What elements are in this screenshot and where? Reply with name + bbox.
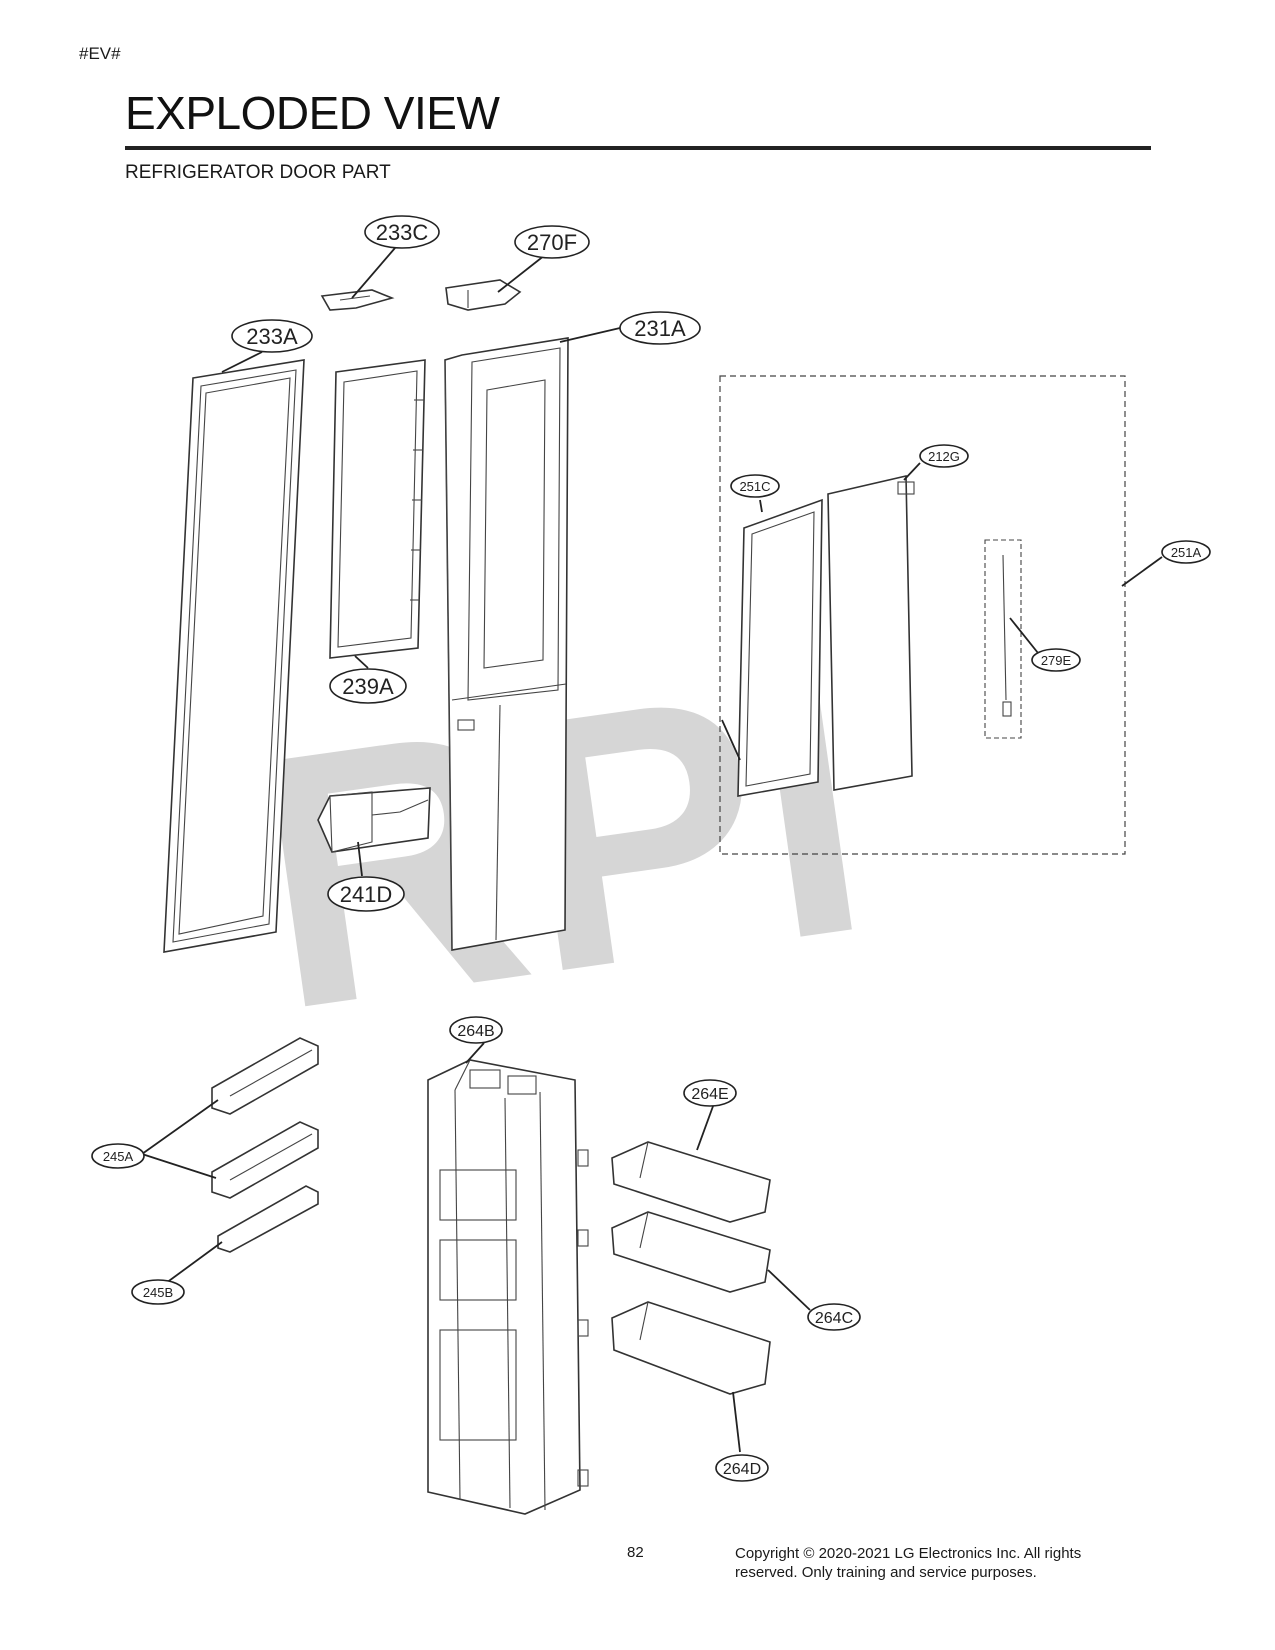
callout-245A: 245A: [91, 1143, 145, 1169]
copyright-line-1: Copyright © 2020-2021 LG Electronics Inc…: [735, 1545, 1082, 1562]
svg-text:241D: 241D: [340, 882, 393, 907]
callout-245B: 245B: [131, 1279, 185, 1305]
svg-text:239A: 239A: [342, 674, 394, 699]
callout-251A: 251A: [1161, 540, 1211, 564]
svg-text:264C: 264C: [815, 1310, 853, 1327]
part-245A-basket-lower: [211, 1121, 319, 1199]
document-tag: #EV#: [79, 44, 121, 63]
svg-text:251A: 251A: [1171, 545, 1202, 560]
part-241D-bin: [317, 787, 431, 853]
part-233C-hinge: [320, 289, 395, 311]
callout-241D: 241D: [327, 876, 405, 912]
callout-212G: 212G: [919, 444, 969, 468]
part-245A-basket-upper: [211, 1037, 319, 1115]
svg-text:233C: 233C: [376, 220, 429, 245]
callout-264D: 264D: [715, 1454, 769, 1482]
callout-279E: 279E: [1031, 648, 1081, 672]
page-title: EXPLODED VIEW: [125, 87, 500, 139]
svg-text:264D: 264D: [723, 1461, 761, 1478]
page-subtitle: REFRIGERATOR DOOR PART: [125, 162, 391, 183]
svg-text:231A: 231A: [634, 316, 686, 341]
part-233A-gasket: [163, 359, 305, 953]
callout-264E: 264E: [683, 1079, 737, 1107]
part-239A-frame: [329, 359, 426, 659]
title-rule: [125, 146, 1151, 150]
callout-233C: 233C: [364, 215, 440, 249]
part-panel-212G: [827, 474, 915, 791]
svg-text:279E: 279E: [1041, 653, 1072, 668]
callout-270F: 270F: [514, 225, 590, 259]
copyright-notice: Copyright © 2020-2021 LG Electronics Inc…: [735, 1544, 1135, 1582]
svg-text:233A: 233A: [246, 324, 298, 349]
svg-text:270F: 270F: [527, 230, 577, 255]
part-279E-rod: [1002, 554, 1012, 717]
callout-264B: 264B: [449, 1016, 503, 1044]
svg-text:212G: 212G: [928, 449, 960, 464]
svg-text:245B: 245B: [143, 1285, 173, 1300]
group-251A-box: [719, 375, 1126, 855]
callout-251C: 251C: [730, 474, 780, 498]
callout-231A: 231A: [619, 311, 701, 345]
callout-239A: 239A: [329, 668, 407, 704]
part-251C-gasket: [737, 498, 823, 797]
copyright-line-2: reserved. Only training and service purp…: [735, 1564, 1037, 1581]
svg-text:251C: 251C: [739, 479, 770, 494]
callout-233A: 233A: [231, 319, 313, 353]
page-number: 82: [627, 1544, 644, 1561]
part-264E-bin: [611, 1141, 771, 1223]
part-231A-door: [444, 337, 569, 951]
part-245B-basket: [217, 1185, 319, 1253]
svg-text:264E: 264E: [691, 1086, 728, 1103]
group-279E-box: [984, 539, 1022, 739]
callout-264C: 264C: [807, 1303, 861, 1331]
part-270F-cover: [445, 279, 522, 311]
part-264C-bin: [611, 1211, 771, 1293]
svg-text:245A: 245A: [103, 1149, 134, 1164]
svg-text:264B: 264B: [457, 1023, 494, 1040]
part-264D-bin: [611, 1301, 771, 1395]
part-264B-liner: [427, 1059, 589, 1515]
